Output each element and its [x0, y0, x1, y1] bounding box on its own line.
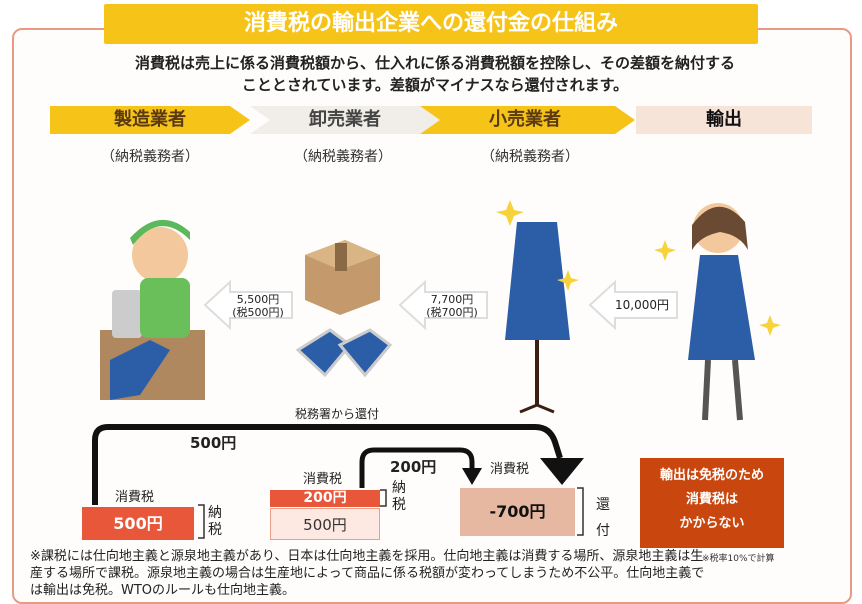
- intro-line-2: こととされています。差額がマイナスなら還付されます。: [241, 76, 629, 94]
- chevron-wholesaler: [250, 106, 440, 134]
- price-label-5500: 5,500円 (税500円): [226, 293, 290, 319]
- note-line-3: かからない: [679, 516, 745, 531]
- intro-text: 消費税は売上に係る消費税額から、仕入れに係る消費税額を控除し、その差額を納付する…: [40, 52, 830, 96]
- price-7700-tax: (税700円): [426, 306, 478, 319]
- stage-wholesaler: 卸売業者: [309, 109, 381, 130]
- retailer-illustration: [496, 200, 579, 414]
- exporter-illustration: [654, 203, 781, 421]
- tax-box-500-light: 500円: [270, 508, 380, 540]
- bracket-nozei-2: [380, 489, 387, 507]
- tax-box-500: 500円: [82, 507, 194, 540]
- export-exempt-note: 輸出は免税のため 消費税は かからない: [640, 458, 784, 548]
- price-7700: 7,700円: [430, 293, 474, 306]
- arrow-left-3: [588, 279, 678, 331]
- consumption-tax-label-1: 消費税: [115, 490, 155, 505]
- stage-manufacturer: 製造業者: [114, 109, 186, 130]
- stage-retailer: 小売業者: [489, 109, 561, 130]
- tax-rate-note: ※税率10%で計算: [702, 554, 775, 564]
- consumption-tax-label-3: 消費税: [490, 462, 530, 477]
- refund-arrow-500: [92, 424, 563, 505]
- refund-from-tax-office: 税務署から還付: [295, 407, 380, 421]
- consumption-tax-label-2: 消費税: [303, 472, 343, 487]
- price-10000: 10,000円: [615, 298, 669, 312]
- price-label-7700: 7,700円 (税700円): [420, 293, 484, 319]
- footnote: ※課税には仕向地主義と源泉地主義があり、日本は仕向地主義を採用。仕向地主義は消費…: [30, 549, 705, 598]
- intro-line-1: 消費税は売上に係る消費税額から、仕入れに係る消費税額を控除し、その差額を納付する: [134, 54, 735, 72]
- page-title: 消費税の輸出企業への還付金の仕組み: [104, 4, 758, 44]
- amount-200-label: 200円: [390, 458, 437, 476]
- bracket-nozei-1: [198, 504, 205, 539]
- export-band: [636, 106, 812, 134]
- price-5500: 5,500円: [236, 293, 280, 306]
- arrow-left-2: [398, 279, 488, 331]
- note-line-1: 輸出は免税のため: [659, 468, 764, 483]
- stage-retailer-sub: （納税義務者）: [481, 149, 579, 165]
- tax-box-minus-700: -700円: [460, 488, 575, 536]
- wholesaler-illustration: [295, 240, 393, 378]
- nozei-label-1: 納税: [208, 505, 222, 538]
- arrow-left-1: [203, 279, 293, 331]
- nozei-label-2: 納税: [392, 480, 406, 513]
- amount-500-label: 500円: [190, 434, 237, 452]
- tax-box-200: 200円: [270, 490, 380, 507]
- stage-export: 輸出: [706, 109, 742, 130]
- stage-manufacturer-sub: （納税義務者）: [101, 149, 199, 165]
- kanpu-label: 還付: [596, 497, 610, 539]
- bracket-kanpu: [577, 487, 584, 536]
- manufacturer-illustration: [100, 219, 205, 400]
- chevron-retailer: [420, 106, 635, 134]
- chevron-manufacturer: [50, 106, 250, 134]
- refund-arrowhead-500: [540, 458, 584, 485]
- stage-wholesaler-sub: （納税義務者）: [294, 149, 392, 165]
- refund-arrow-200: [359, 447, 475, 488]
- note-line-2: 消費税は: [685, 492, 738, 507]
- refund-arrowhead-200: [462, 468, 482, 485]
- price-5500-tax: (税500円): [232, 306, 284, 319]
